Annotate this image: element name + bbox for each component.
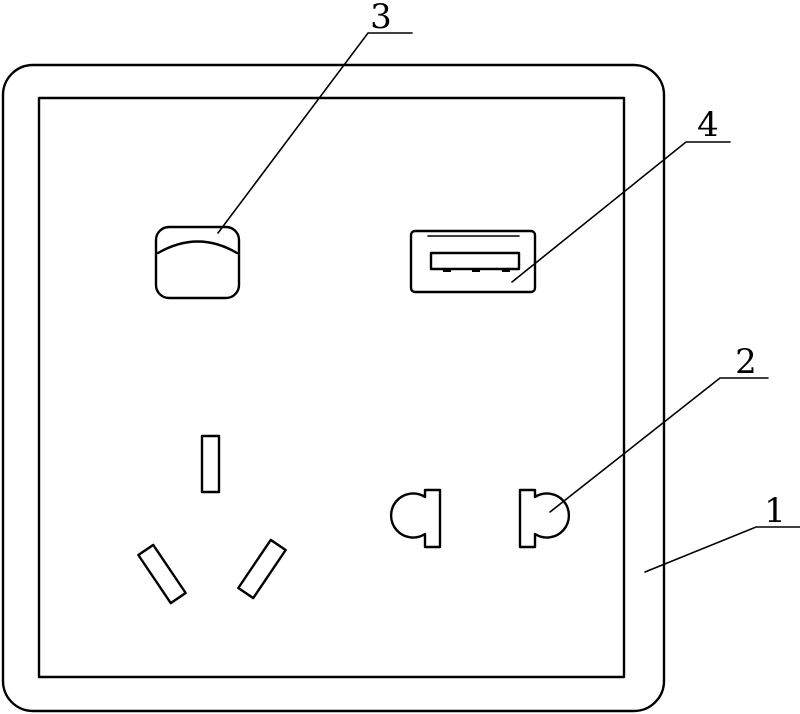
outer-panel-frame (3, 65, 664, 711)
switch-button (156, 227, 239, 298)
left-angled-slot (138, 545, 185, 603)
label-switch: 3 (370, 0, 392, 37)
right-angled-slot (238, 540, 285, 598)
label-panel: 1 (764, 491, 786, 531)
label-usb-port: 4 (697, 105, 719, 145)
label-two-pin-socket: 2 (735, 342, 757, 382)
usb-port (411, 231, 535, 292)
left-round-slot (391, 490, 440, 547)
three-pin-socket (138, 436, 285, 603)
inner-panel-face (39, 98, 624, 677)
two-pin-socket (391, 490, 569, 547)
right-round-slot (520, 490, 569, 547)
earth-slot (202, 436, 219, 492)
